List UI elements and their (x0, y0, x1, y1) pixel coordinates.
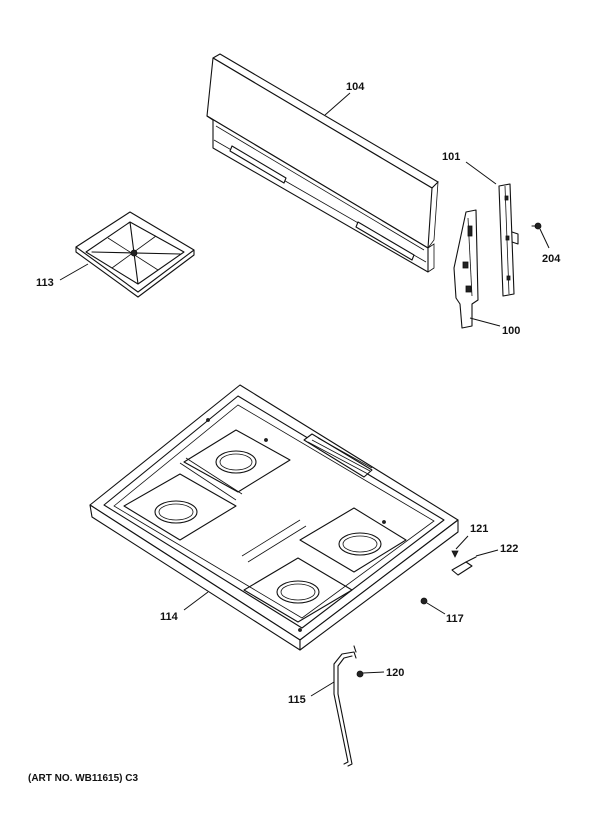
leader-120 (362, 671, 385, 674)
leader-113 (59, 263, 89, 281)
leader-100 (469, 317, 501, 327)
backsplash-104 (206, 53, 439, 273)
label-115: 115 (288, 694, 306, 706)
leader-115 (310, 681, 335, 697)
label-104: 104 (346, 81, 365, 93)
leader-114 (183, 591, 209, 611)
leader-121 (455, 535, 469, 550)
label-204: 204 (542, 253, 561, 265)
art-number: (ART NO. WB11615) C3 (28, 773, 138, 784)
label-120: 120 (386, 667, 404, 679)
screw-121 (451, 550, 459, 558)
rod-115 (333, 645, 357, 767)
label-117: 117 (446, 613, 464, 625)
label-113: 113 (36, 277, 54, 289)
end-cap-bracket-101 (498, 183, 519, 297)
valve-122 (451, 556, 477, 576)
end-cap-100 (453, 209, 479, 329)
leader-117 (426, 602, 446, 615)
leader-122 (475, 549, 499, 557)
cooktop-114 (89, 384, 459, 651)
leader-101 (465, 161, 497, 185)
label-114: 114 (160, 611, 179, 623)
screw-204 (531, 222, 542, 230)
label-122: 122 (500, 543, 518, 555)
leader-204 (539, 228, 550, 249)
label-101: 101 (442, 151, 460, 163)
label-121: 121 (470, 523, 488, 535)
leader-104 (324, 92, 351, 116)
burner-grate-113 (75, 211, 195, 298)
clip-117 (420, 597, 428, 605)
screw-120 (356, 670, 364, 678)
label-100: 100 (502, 325, 520, 337)
